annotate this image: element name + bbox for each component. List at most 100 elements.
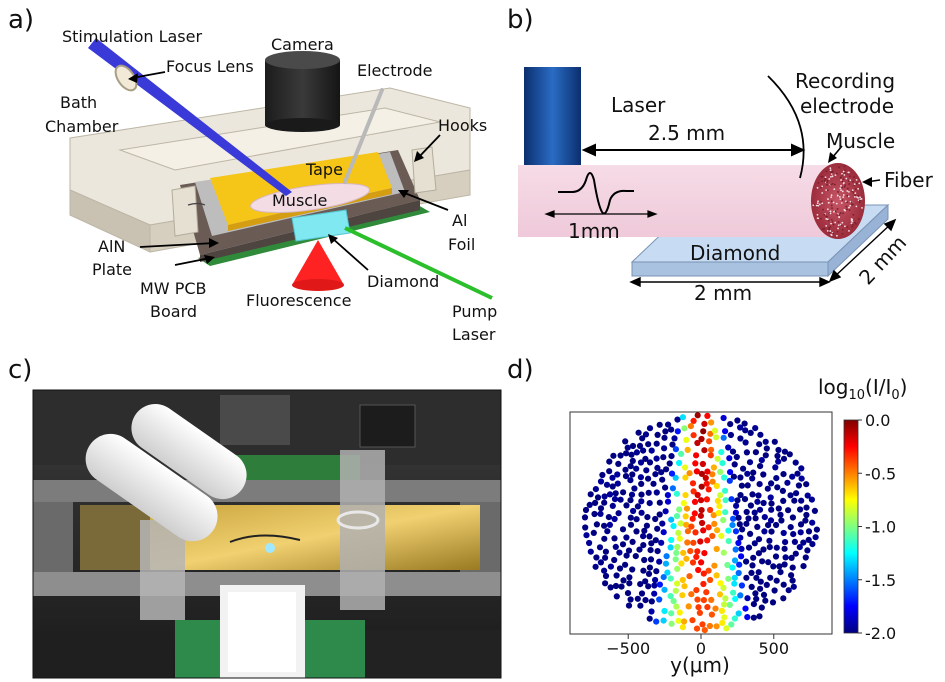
scatter-point: [735, 514, 742, 521]
scatter-point: [743, 558, 750, 565]
width-arrow: [629, 276, 831, 288]
scatter-point: [749, 491, 756, 498]
scatter-point: [780, 529, 787, 537]
scatter-point: [688, 591, 695, 598]
scatter-point: [689, 480, 697, 487]
scatter-point: [750, 614, 757, 621]
muscle-texture-dot: [821, 228, 824, 230]
scatter-point: [718, 607, 726, 615]
scatter-point: [670, 523, 677, 530]
muscle-texture-dot: [826, 218, 829, 221]
scatter-point: [594, 494, 602, 501]
muscle-texture-dot: [847, 171, 850, 174]
scatter-point: [597, 478, 605, 485]
scatter-point: [688, 523, 695, 530]
muscle-texture-dot: [830, 200, 833, 203]
scatter-point: [717, 580, 724, 587]
scatter-point: [736, 521, 743, 528]
scatter-point: [767, 574, 774, 581]
muscle-texture-dot: [830, 222, 832, 225]
muscle-texture-dot: [816, 186, 819, 189]
muscle-texture-dot: [855, 222, 857, 225]
muscle-texture-dot: [844, 169, 846, 171]
scatter-point: [714, 527, 721, 534]
scatter-point: [627, 514, 634, 521]
scatter-point: [789, 473, 796, 480]
scatter-point: [656, 511, 663, 518]
scatter-point: [734, 497, 741, 504]
scatter-point: [766, 537, 773, 544]
scatter-point: [630, 507, 637, 515]
mw-pcb-label-1: MW PCB: [140, 279, 207, 298]
scatter-point: [633, 528, 640, 535]
scatter-point: [769, 599, 777, 606]
scatter-point: [658, 469, 665, 476]
muscle-texture-dot: [820, 175, 823, 178]
muscle-texture-dot: [858, 201, 861, 204]
scatter-point: [708, 446, 715, 453]
scatter-point: [614, 480, 621, 487]
scatter-point: [626, 580, 633, 587]
scatter-point: [665, 421, 672, 428]
scatter-point: [639, 435, 646, 442]
muscle-texture-dot: [825, 181, 828, 184]
muscle-texture-dot: [852, 213, 855, 216]
scatter-point: [653, 455, 660, 462]
scatter-point: [673, 549, 680, 557]
scatter-point: [789, 564, 796, 571]
scatter-point: [715, 509, 722, 517]
scatter-point: [586, 501, 593, 508]
muscle-texture-dot: [843, 165, 846, 168]
muscle-texture-dot: [827, 219, 830, 222]
scatter-point: [718, 532, 725, 540]
scatter-point: [611, 515, 618, 523]
muscle-texture-dot: [857, 187, 860, 190]
scatter-point: [675, 529, 682, 537]
scatter-point: [606, 468, 613, 475]
muscle-texture-dot: [852, 176, 855, 178]
scatter-point: [690, 432, 697, 439]
al-foil-label-2: Foil: [448, 235, 475, 254]
muscle-texture-dot: [853, 221, 856, 224]
scatter-point: [695, 566, 702, 574]
fluorescence-cone: [292, 240, 344, 285]
scatter-point: [678, 450, 685, 457]
scatter-point: [727, 431, 735, 439]
muscle-texture-dot: [826, 179, 829, 182]
scatter-point: [673, 513, 681, 520]
scatter-point: [605, 514, 613, 521]
muscle-texture-dot: [820, 201, 822, 203]
scatter-point: [581, 514, 589, 521]
muscle-texture-dot: [832, 201, 835, 204]
muscle-texture-dot: [830, 234, 833, 237]
scatter-point: [719, 619, 726, 627]
scatter-point: [676, 506, 683, 513]
scatter-point: [750, 469, 757, 476]
scatter-point: [731, 580, 738, 587]
muscle-texture-dot: [841, 199, 844, 201]
scatter-point: [713, 482, 720, 490]
scatter-point: [646, 425, 654, 432]
scatter-point: [749, 562, 756, 569]
scatter-point: [726, 477, 733, 484]
scatter-point: [592, 499, 599, 506]
scatter-point: [651, 590, 658, 597]
scatter-point: [602, 548, 610, 555]
scatter-point: [682, 464, 689, 471]
aln-plate-label-2: Plate: [92, 260, 132, 279]
scatter-point: [651, 582, 658, 589]
scatter-point: [726, 601, 733, 609]
muscle-texture-dot: [832, 223, 835, 226]
scatter-point: [760, 591, 768, 599]
scatter-point: [737, 534, 744, 541]
stimulation-laser-label: Stimulation Laser: [62, 27, 202, 46]
muscle-texture-dot: [846, 201, 849, 203]
scatter-point: [711, 427, 719, 434]
scatter-point: [762, 597, 769, 604]
muscle-texture-dot: [830, 204, 833, 207]
scatter-point: [701, 447, 708, 454]
scatter-point: [615, 510, 622, 517]
width-label: 2 mm: [694, 281, 752, 305]
scatter-point: [626, 574, 633, 581]
scatter-point: [730, 589, 737, 596]
